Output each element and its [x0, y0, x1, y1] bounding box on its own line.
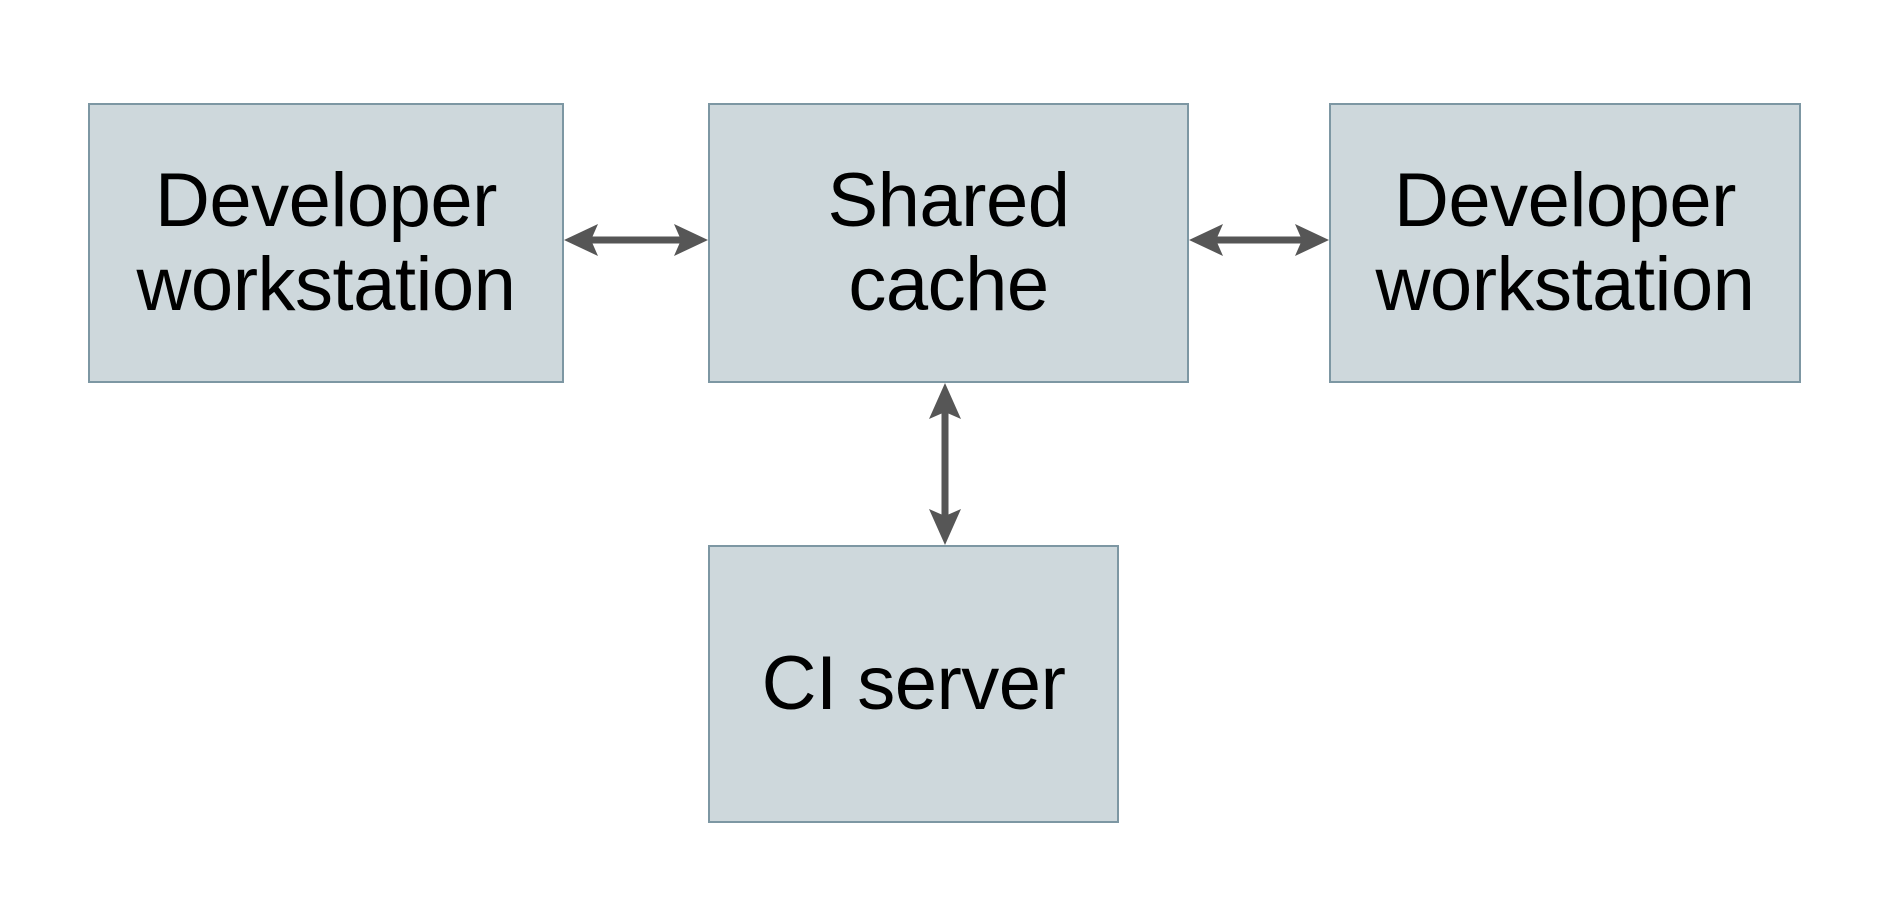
node-label-shared-cache: Shared cache — [827, 158, 1070, 327]
node-label-ci-server: CI server — [761, 641, 1066, 726]
node-ci-server[interactable]: CI server — [708, 545, 1119, 823]
node-shared-cache[interactable]: Shared cache — [708, 103, 1189, 383]
connector-shared-cache-to-right-workstation[interactable] — [1189, 214, 1329, 266]
node-label-developer-workstation-left: Developer workstation — [136, 158, 516, 327]
connector-ci-server-to-shared-cache[interactable] — [919, 383, 971, 545]
node-developer-workstation-right[interactable]: Developer workstation — [1329, 103, 1801, 383]
node-label-developer-workstation-right: Developer workstation — [1375, 158, 1755, 327]
double-arrow-icon — [929, 383, 961, 545]
double-arrow-icon — [564, 224, 708, 256]
connector-left-workstation-to-shared-cache[interactable] — [564, 214, 708, 266]
double-arrow-icon — [1189, 224, 1329, 256]
node-developer-workstation-left[interactable]: Developer workstation — [88, 103, 564, 383]
